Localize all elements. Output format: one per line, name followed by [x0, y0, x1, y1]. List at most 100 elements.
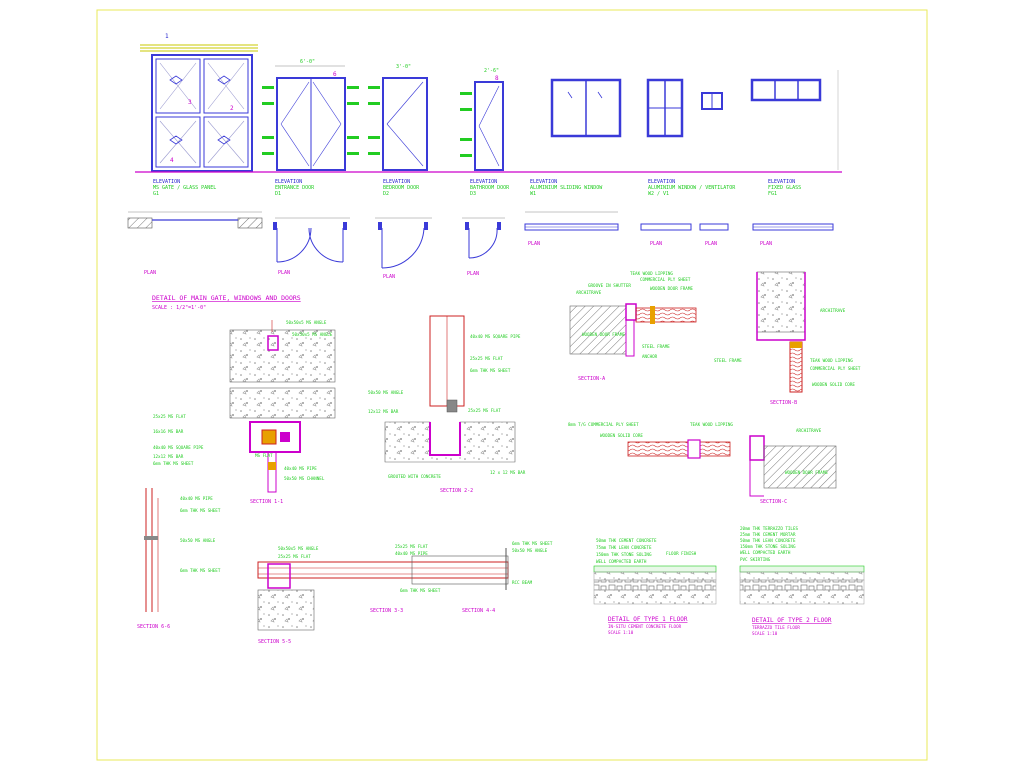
section-c [627, 435, 837, 497]
svg-text:12 x 12 MS BAR: 12 x 12 MS BAR [490, 470, 526, 475]
svg-text:50x50x5 MS ANGLE: 50x50x5 MS ANGLE [286, 320, 327, 325]
svg-text:PLAN: PLAN [383, 274, 395, 280]
svg-text:12x12 MS BAR: 12x12 MS BAR [153, 454, 184, 459]
svg-text:ELEVATION: ELEVATION [275, 179, 302, 185]
svg-text:FG1: FG1 [768, 191, 777, 197]
svg-text:ELEVATION: ELEVATION [768, 179, 795, 185]
svg-text:FLOOR FINISH: FLOOR FINISH [666, 551, 697, 556]
floor-type-2-scale: SCALE 1:10 [752, 631, 778, 636]
svg-text:BEDROOM DOOR: BEDROOM DOOR [383, 185, 420, 191]
svg-text:TEAK WOOD LIPPING: TEAK WOOD LIPPING [690, 422, 733, 427]
section-b [756, 271, 806, 393]
svg-text:ELEVATION: ELEVATION [470, 179, 497, 185]
elevation-gate-g1: 1 3 2 4 [140, 33, 258, 172]
svg-text:50x50x5 MS ANGLE: 50x50x5 MS ANGLE [292, 332, 333, 337]
svg-text:W2 / V1: W2 / V1 [648, 191, 669, 197]
section-6-6 [144, 488, 159, 612]
section-a [569, 303, 697, 357]
d3-width-dim: 2'-6" [484, 68, 499, 74]
svg-text:25x25 MS FLAT: 25x25 MS FLAT [470, 356, 503, 361]
svg-text:8: 8 [495, 75, 499, 82]
svg-text:25x25 MS FLAT: 25x25 MS FLAT [278, 554, 311, 559]
svg-text:PLAN: PLAN [760, 241, 772, 247]
section-2-2 [384, 315, 516, 463]
svg-text:TEAK WOOD LIPPING: TEAK WOOD LIPPING [630, 271, 673, 276]
svg-text:BATHROOM DOOR: BATHROOM DOOR [470, 185, 510, 191]
svg-text:COMMERCIAL PLY SHEET: COMMERCIAL PLY SHEET [810, 366, 861, 371]
section-1-1-callouts: 50x50x5 MS ANGLE 50x50x5 MS ANGLE 25x25 … [153, 320, 333, 481]
section-3-3-label: SECTION 3-3 [370, 608, 403, 614]
elevation-window-w2 [646, 78, 723, 138]
svg-text:6mm THK MS SHEET: 6mm THK MS SHEET [512, 541, 553, 546]
floor-type-1-callouts: 50mm THK CEMENT CONCRETE 75mm THK LEAN C… [596, 538, 697, 564]
svg-text:3: 3 [188, 99, 192, 106]
svg-text:D3: D3 [470, 191, 476, 197]
svg-text:16x16 MS BAR: 16x16 MS BAR [153, 429, 184, 434]
svg-text:150mm THK STONE SOLING: 150mm THK STONE SOLING [740, 544, 796, 549]
floor-type-1-title: DETAIL OF TYPE 1 FLOOR [608, 616, 688, 623]
svg-text:STEEL FRAME: STEEL FRAME [642, 344, 670, 349]
svg-text:ALUMINIUM WINDOW / VENTILATOR: ALUMINIUM WINDOW / VENTILATOR [648, 185, 736, 191]
svg-text:PVC SKIRTING: PVC SKIRTING [740, 557, 771, 562]
elevation-door-d2: 3'-0" [368, 64, 428, 171]
svg-text:75mm THK LEAN CONCRETE: 75mm THK LEAN CONCRETE [596, 545, 652, 550]
section-a-callouts: TEAK WOOD LIPPING COMMERCIAL PLY SHEET G… [576, 271, 693, 359]
section-6-6-label: SECTION 6-6 [137, 624, 170, 630]
floor-type-1-sub: IN-SITU CEMENT CONCRETE FLOOR [608, 624, 682, 629]
svg-text:ELEVATION: ELEVATION [648, 179, 675, 185]
svg-text:PLAN: PLAN [528, 241, 540, 247]
svg-text:ARCHITRAVE: ARCHITRAVE [820, 308, 846, 313]
svg-text:ARCHITRAVE: ARCHITRAVE [576, 290, 602, 295]
section-2-2-label: SECTION 2-2 [440, 488, 473, 494]
svg-text:25x25 MS FLAT: 25x25 MS FLAT [153, 414, 186, 419]
svg-text:25x25 MS FLAT: 25x25 MS FLAT [468, 408, 501, 413]
d2-width-dim: 3'-0" [396, 64, 411, 70]
svg-text:6mm THK MS SHEET: 6mm THK MS SHEET [153, 461, 194, 466]
svg-text:40x40 MS SQUARE PIPE: 40x40 MS SQUARE PIPE [470, 334, 521, 339]
elevation-door-d3: 2'-6" 8 [460, 68, 504, 171]
plan-labels: PLAN PLAN PLAN PLAN PLAN PLAN PLAN PLAN [144, 241, 772, 280]
svg-text:ARCHITRAVE: ARCHITRAVE [796, 428, 822, 433]
svg-text:50x50 MS ANGLE: 50x50 MS ANGLE [180, 538, 216, 543]
svg-text:25mm THK CEMENT MORTAR: 25mm THK CEMENT MORTAR [740, 532, 796, 537]
svg-text:PLAN: PLAN [705, 241, 717, 247]
sheet-title: DETAIL OF MAIN GATE, WINDOWS AND DOORS [152, 294, 301, 302]
svg-text:FIXED GLASS: FIXED GLASS [768, 185, 801, 191]
section-c-callouts: 8mm T/G COMMERCIAL PLY SHEET WOODEN SOLI… [568, 422, 828, 475]
floor-type-2 [739, 565, 865, 605]
section-1-1 [229, 320, 336, 493]
svg-text:50mm THK CEMENT CONCRETE: 50mm THK CEMENT CONCRETE [596, 538, 657, 543]
svg-text:8mm T/G COMMERCIAL PLY SHEET: 8mm T/G COMMERCIAL PLY SHEET [568, 422, 639, 427]
svg-text:40x40 MS PIPE: 40x40 MS PIPE [395, 551, 428, 556]
section-b-callouts: ARCHITRAVE STEEL FRAME TEAK WOOD LIPPING… [714, 308, 861, 387]
svg-text:WOODEN DOOR FRAME: WOODEN DOOR FRAME [582, 332, 625, 337]
svg-text:W1: W1 [530, 191, 536, 197]
svg-text:PLAN: PLAN [650, 241, 662, 247]
svg-text:WELL COMPACTED EARTH: WELL COMPACTED EARTH [596, 559, 647, 564]
floor-type-1 [593, 565, 717, 605]
svg-text:20mm THK TERRAZZO TILES: 20mm THK TERRAZZO TILES [740, 526, 798, 531]
elevation-window-fg1 [750, 70, 839, 170]
floor-type-1-scale: SCALE 1:10 [608, 630, 634, 635]
floor-type-2-sub: TERRAZZO TILE FLOOR [752, 625, 800, 630]
svg-text:G1: G1 [153, 191, 159, 197]
svg-text:40x40 MS PIPE: 40x40 MS PIPE [180, 496, 213, 501]
svg-text:WOODEN DOOR FRAME: WOODEN DOOR FRAME [650, 286, 693, 291]
svg-text:150mm THK STONE SOLING: 150mm THK STONE SOLING [596, 552, 652, 557]
svg-text:40x40 MS SQUARE PIPE: 40x40 MS SQUARE PIPE [153, 445, 204, 450]
section-3-3-callouts: 50x50x5 MS ANGLE 25x25 MS FLAT 25x25 MS … [278, 541, 553, 593]
svg-text:ALUMINIUM SLIDING WINDOW: ALUMINIUM SLIDING WINDOW [530, 185, 603, 191]
floor-type-2-callouts: 20mm THK TERRAZZO TILES 25mm THK CEMENT … [740, 526, 798, 562]
svg-text:PLAN: PLAN [144, 270, 156, 276]
svg-text:RCC BEAM: RCC BEAM [512, 580, 533, 585]
svg-text:D1: D1 [275, 191, 281, 197]
svg-text:25x25 MS FLAT: 25x25 MS FLAT [395, 544, 428, 549]
svg-text:WOODEN SOLID CORE: WOODEN SOLID CORE [600, 433, 643, 438]
svg-text:MS GATE / GLASS PANEL: MS GATE / GLASS PANEL [153, 185, 216, 191]
svg-text:TEAK WOOD LIPPING: TEAK WOOD LIPPING [810, 358, 853, 363]
svg-text:6mm THK MS SHEET: 6mm THK MS SHEET [400, 588, 441, 593]
svg-text:6mm THK MS SHEET: 6mm THK MS SHEET [470, 368, 511, 373]
svg-text:WELL COMPACTED EARTH: WELL COMPACTED EARTH [740, 550, 791, 555]
svg-text:PLAN: PLAN [278, 270, 290, 276]
